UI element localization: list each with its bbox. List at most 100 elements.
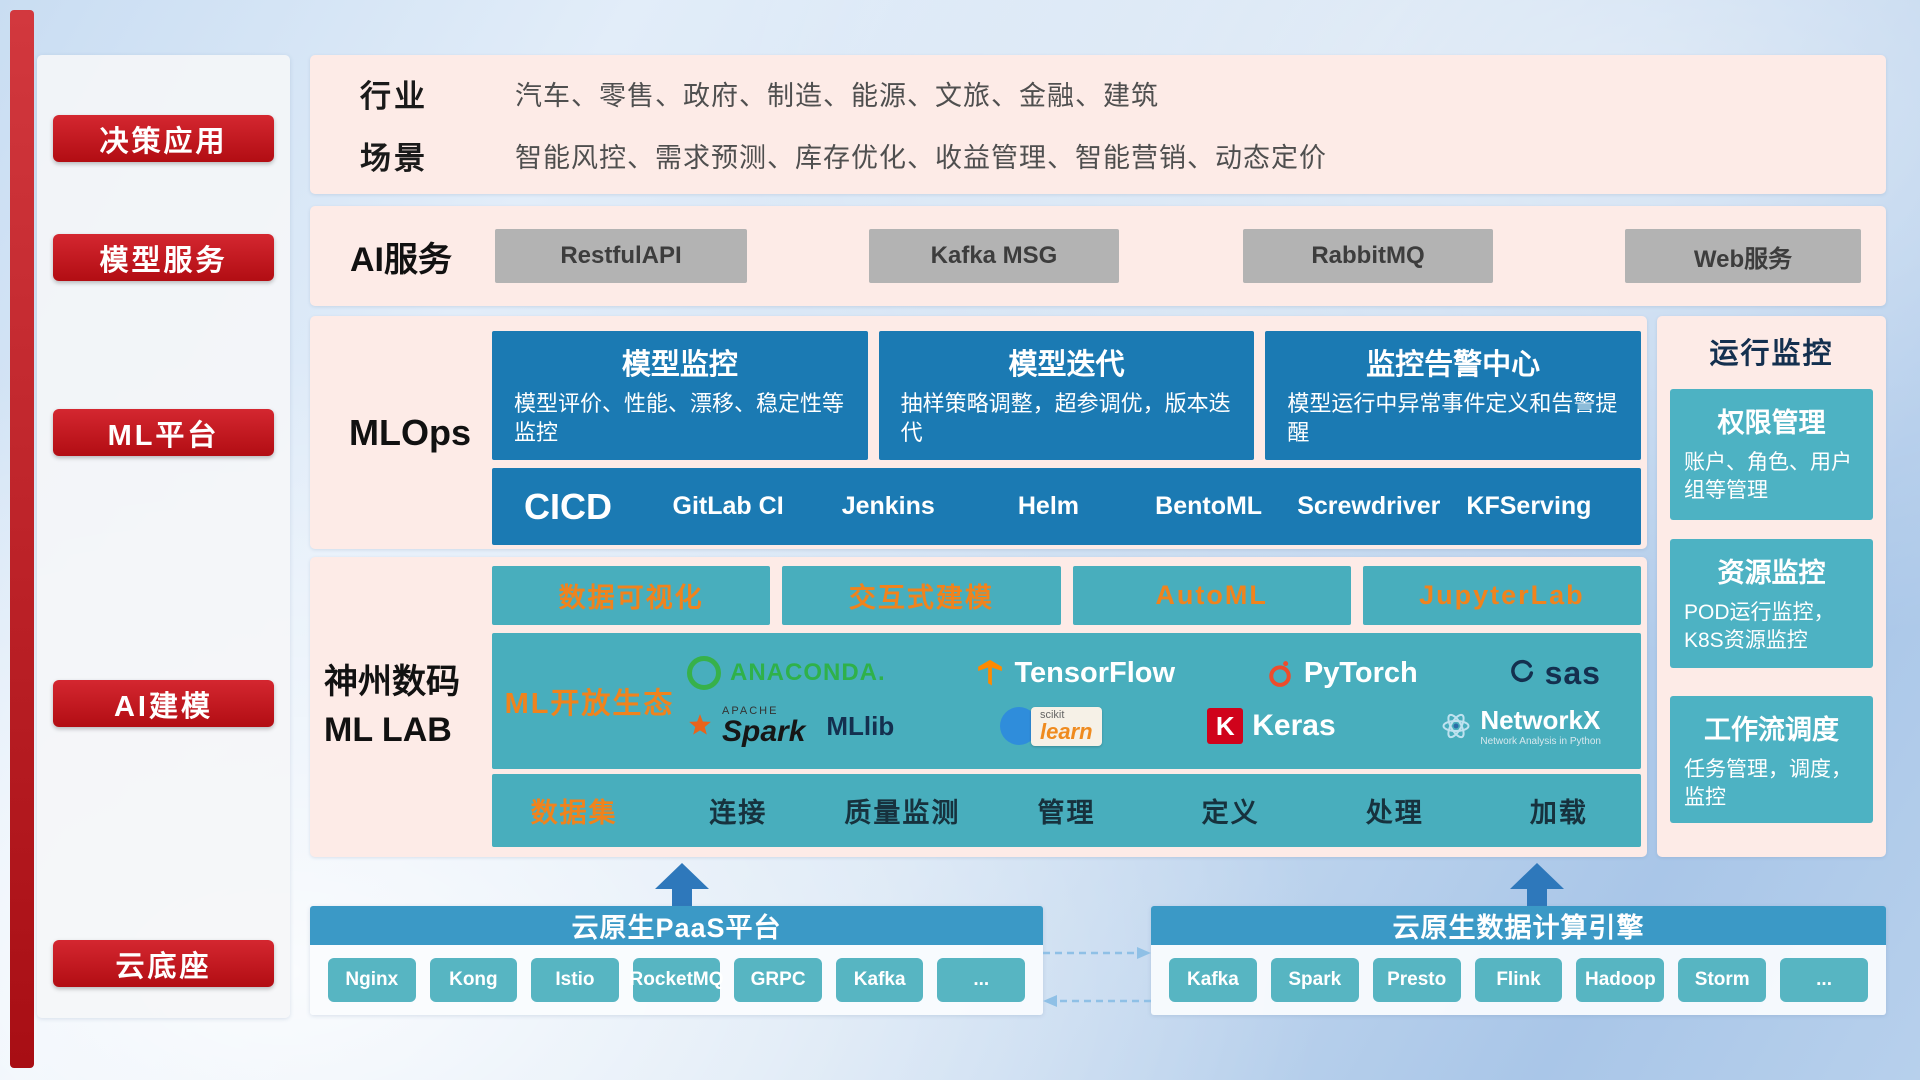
card-workflow-scheduling: 工作流调度 任务管理，调度，监控: [1670, 696, 1873, 823]
spark-name: Spark: [722, 714, 806, 748]
keras-logo: K Keras: [1207, 708, 1336, 745]
dataset-item-load: 加载: [1529, 798, 1588, 828]
mllib-wordmark: MLlib: [826, 710, 895, 741]
tool-jupyterlab: JupyterLab: [1362, 566, 1641, 625]
sidebar-item-ml-platform: ML平台: [53, 409, 274, 456]
tool-automl: AutoML: [1072, 566, 1351, 625]
card-permission-mgmt: 权限管理 账户、角色、用户组等管理: [1670, 389, 1873, 520]
ecosystem-logos-row1: ANACONDA. TensorFlow PyTorch: [687, 655, 1601, 692]
sas-logo: sas: [1508, 655, 1601, 692]
spark-wordmark: APACHE Spark: [722, 705, 806, 748]
paas-chip-grpc: GRPC: [734, 958, 822, 1002]
card-desc: 模型运行中异常事件定义和告警提醒: [1287, 391, 1618, 445]
anaconda-wordmark: ANACONDA.: [730, 659, 886, 687]
ecosystem-logos: ANACONDA. TensorFlow PyTorch: [687, 633, 1641, 769]
dataset-item-define: 定义: [1201, 798, 1260, 828]
sidebar-item-model-service: 模型服务: [53, 234, 274, 281]
ml-tools-row: 数据可视化 交互式建模 AutoML JupyterLab: [492, 566, 1641, 625]
engine-chip-kafka: Kafka: [1169, 958, 1257, 1002]
ml-lab-label-line1: 神州数码: [324, 663, 460, 702]
industry-label: 行业: [360, 79, 428, 115]
service-chip-restfulapi: RestfulAPI: [495, 229, 747, 283]
scenario-label: 场景: [360, 140, 428, 176]
card-desc: POD运行监控，K8S资源监控: [1684, 601, 1835, 653]
anaconda-icon: [687, 656, 721, 691]
dataset-label: 数据集: [530, 798, 618, 828]
scikit-label: scikit: [1039, 708, 1065, 721]
cicd-bar: CICD GitLab CI Jenkins Helm BentoML Scre…: [492, 468, 1641, 545]
cloud-engine-title: 云原生数据计算引擎: [1151, 906, 1886, 945]
mlops-label: MLOps: [349, 411, 471, 453]
card-title: 权限管理: [1717, 408, 1826, 438]
service-chip-kafka-msg: Kafka MSG: [869, 229, 1119, 283]
sas-wordmark: sas: [1544, 654, 1601, 691]
ml-open-ecosystem-box: ML开放生态 ANACONDA. TensorFlow: [492, 633, 1641, 769]
tool-data-visualization: 数据可视化: [492, 566, 771, 625]
application-layer-panel: 行业 汽车、零售、政府、制造、能源、文旅、金融、建筑 场景 智能风控、需求预测、…: [310, 55, 1886, 194]
cicd-item-bentoml: BentoML: [1155, 492, 1263, 520]
paas-chip-kafka: Kafka: [835, 958, 924, 1002]
card-desc: 任务管理，调度，监控: [1684, 758, 1852, 810]
card-model-iteration: 模型迭代 抽样策略调整，超参调优，版本迭代: [878, 331, 1255, 460]
card-desc: 抽样策略调整，超参调优，版本迭代: [900, 391, 1231, 445]
mlops-panel: MLOps 模型监控 模型评价、性能、漂移、稳定性等监控 模型迭代 抽样策略调整…: [310, 316, 1647, 549]
ai-service-label: AI服务: [350, 240, 452, 279]
card-resource-monitoring: 资源监控 POD运行监控，K8S资源监控: [1670, 539, 1873, 668]
dashed-exchange-arrows: [1043, 947, 1151, 1007]
pytorch-wordmark: PyTorch: [1303, 656, 1418, 689]
paas-chip-istio: Istio: [531, 958, 619, 1002]
cloud-paas-items: Nginx Kong Istio RocketMQ GRPC Kafka ...: [310, 945, 1043, 1015]
card-title: 资源监控: [1717, 558, 1826, 588]
ml-lab-label: 神州数码 ML LAB: [324, 557, 492, 857]
sidebar-item-cloud-base: 云底座: [53, 940, 274, 987]
sidebar-item-decision-apps: 决策应用: [53, 115, 274, 162]
industry-list: 汽车、零售、政府、制造、能源、文旅、金融、建筑: [515, 81, 1159, 112]
networkx-icon: [1442, 714, 1470, 739]
scikit-learn-logo: scikit learn: [999, 706, 1102, 746]
networkx-wordmark: NetworkX Network Analysis in Python: [1480, 704, 1601, 747]
card-desc: 账户、角色、用户组等管理: [1684, 451, 1852, 503]
engine-chip-spark: Spark: [1270, 958, 1359, 1002]
service-layer-panel: AI服务 RestfulAPI Kafka MSG RabbitMQ Web服务: [310, 206, 1886, 306]
paas-chip-more: ...: [937, 958, 1026, 1002]
cicd-item-gitlab-ci: GitLab CI: [672, 492, 784, 520]
keras-wordmark: Keras: [1252, 709, 1336, 743]
up-arrow-right: [1510, 863, 1564, 906]
sidebar-item-ai-modeling: AI建模: [53, 680, 274, 727]
anaconda-logo: ANACONDA.: [687, 656, 886, 691]
scikit-learn-badge: scikit learn: [1030, 706, 1102, 746]
spark-icon: [689, 714, 711, 736]
tensorflow-icon: [978, 660, 1003, 686]
arrow-stem: [672, 889, 692, 906]
paas-chip-rocketmq: RocketMQ: [630, 958, 724, 1002]
card-alert-center: 监控告警中心 模型运行中异常事件定义和告警提醒: [1265, 331, 1642, 460]
service-chip-web: Web服务: [1625, 229, 1861, 283]
ml-ecosystem-label: ML开放生态: [504, 688, 675, 720]
learn-label: learn: [1039, 718, 1093, 744]
scenario-row: 场景 智能风控、需求预测、库存优化、收益管理、智能营销、动态定价: [360, 133, 1886, 178]
tool-interactive-modeling: 交互式建模: [782, 566, 1061, 625]
spark-mllib-logo: APACHE Spark MLlib: [687, 705, 895, 748]
card-title: 模型监控: [621, 349, 738, 381]
cloud-paas-title: 云原生PaaS平台: [310, 906, 1043, 945]
engine-chip-more: ...: [1780, 958, 1869, 1002]
tensorflow-wordmark: TensorFlow: [1014, 656, 1176, 689]
engine-chip-flink: Flink: [1474, 958, 1563, 1002]
tensorflow-logo: TensorFlow: [975, 657, 1175, 690]
engine-chip-presto: Presto: [1372, 958, 1461, 1002]
cicd-item-screwdriver: Screwdriver: [1297, 492, 1441, 520]
keras-icon: K: [1207, 708, 1244, 745]
run-monitoring-title: 运行监控: [1709, 338, 1834, 370]
pytorch-icon: [1269, 661, 1291, 688]
paas-chip-kong: Kong: [429, 958, 518, 1002]
card-title: 工作流调度: [1704, 715, 1839, 745]
networkx-name: NetworkX: [1480, 704, 1601, 735]
arrow-head: [655, 863, 709, 889]
cicd-item-jenkins: Jenkins: [841, 492, 935, 520]
run-monitoring-panel: 运行监控 权限管理 账户、角色、用户组等管理 资源监控 POD运行监控，K8S资…: [1657, 316, 1886, 857]
card-model-monitoring: 模型监控 模型评价、性能、漂移、稳定性等监控: [492, 331, 868, 460]
arrow-head: [1510, 863, 1564, 889]
dataset-row: 数据集 连接 质量监测 管理 定义 处理 加载: [492, 774, 1641, 847]
pytorch-logo: PyTorch: [1265, 657, 1418, 690]
